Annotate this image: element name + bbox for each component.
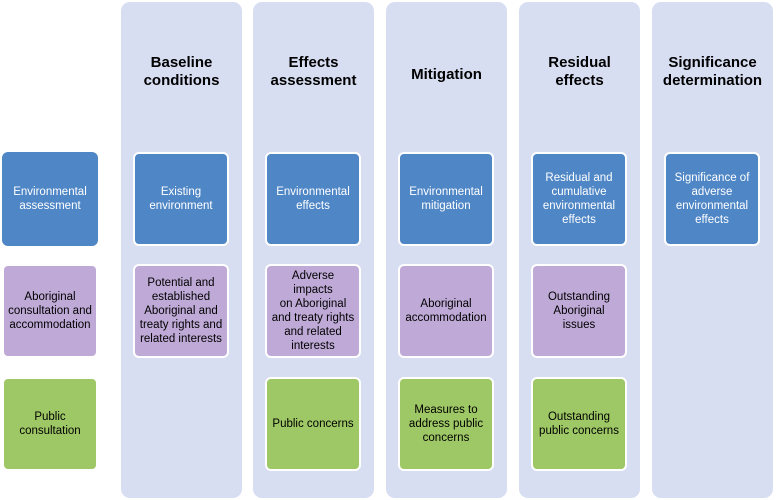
column-heading: Baseline conditions xyxy=(143,54,220,89)
box-adverse-impacts: Adverse impacts on Aboriginal and treaty… xyxy=(265,264,361,358)
column-residual-effects: Residual effects Residual and cumulative… xyxy=(519,2,640,498)
column-heading: Significance determination xyxy=(662,54,763,89)
box-outstanding-public-concerns: Outstanding public concerns xyxy=(531,377,627,471)
box-environmental-mitigation: Environmental mitigation xyxy=(398,152,494,246)
box-existing-environment: Existing environment xyxy=(133,152,229,246)
box-measures-public-concerns: Measures to address public concerns xyxy=(398,377,494,471)
column-effects-assessment: Effects assessment Environmental effects… xyxy=(253,2,374,498)
column-baseline-conditions: Baseline conditions Existing environment… xyxy=(121,2,242,498)
box-outstanding-aboriginal-issues: Outstanding Aboriginal issues xyxy=(531,264,627,358)
box-environmental-effects: Environmental effects xyxy=(265,152,361,246)
row-label-aboriginal-consultation: Aboriginal consultation and accommodatio… xyxy=(2,264,98,358)
row-label-environmental-assessment: Environmental assessment xyxy=(2,152,98,246)
box-significance-adverse-effects: Significance of adverse environmental ef… xyxy=(664,152,760,246)
column-heading: Effects assessment xyxy=(270,54,357,89)
box-aboriginal-accommodation: Aboriginal accommodation xyxy=(398,264,494,358)
box-residual-cumulative-effects: Residual and cumulative environmental ef… xyxy=(531,152,627,246)
box-public-concerns: Public concerns xyxy=(265,377,361,471)
row-label-public-consultation: Public consultation xyxy=(2,377,98,471)
column-heading: Mitigation xyxy=(411,66,482,83)
column-significance-determination: Significance determination Significance … xyxy=(652,2,773,498)
column-heading: Residual effects xyxy=(548,54,611,89)
column-mitigation: Mitigation Environmental mitigation Abor… xyxy=(386,2,507,498)
box-aboriginal-rights: Potential and established Aboriginal and… xyxy=(133,264,229,358)
